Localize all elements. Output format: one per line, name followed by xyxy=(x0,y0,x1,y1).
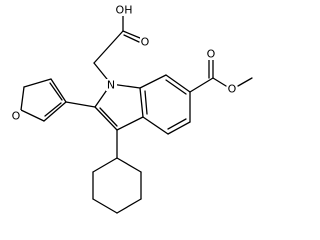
bond-c4-c3a xyxy=(142,116,169,135)
bond-cy-3-4 xyxy=(116,198,142,214)
bond-c-o-double-a xyxy=(122,30,141,39)
bond-c7-c6-inner xyxy=(165,79,187,95)
bond-furan-c3-c4-inner xyxy=(49,82,63,101)
bond-cy-6-1 xyxy=(92,157,118,173)
bonds xyxy=(20,11,253,214)
atom-label-acid-carbonyl-oxygen: O xyxy=(141,36,150,49)
bond-c2-furan xyxy=(65,101,96,108)
bond-cy-4-5 xyxy=(92,198,118,214)
bond-c5-c4 xyxy=(167,121,191,135)
atom-label-furan-oxygen: O xyxy=(12,110,21,123)
atom-labels: OH O N O O O xyxy=(11,4,237,123)
bond-c3a-c7a xyxy=(139,87,144,118)
bond-o-methyl xyxy=(237,77,253,87)
bond-c2-c3-inner xyxy=(99,107,118,127)
bond-furan-o-c2 xyxy=(20,109,45,122)
bond-c6-ester-c xyxy=(189,77,214,93)
bond-c-o-double-b xyxy=(123,34,140,43)
bond-c5-c4-inner xyxy=(167,118,187,130)
bond-furan-c2-c3 xyxy=(43,101,67,122)
bond-c3a-c7a-inner xyxy=(144,90,148,115)
bond-c7a-c7 xyxy=(139,74,167,89)
atom-label-ester-carbonyl-oxygen: O xyxy=(207,48,216,61)
bond-furan-c5-o xyxy=(20,86,25,111)
atom-label-hydroxyl: OH xyxy=(116,4,133,17)
bond-c2-c3 xyxy=(94,106,118,131)
bond-ester-c-o xyxy=(212,77,227,87)
bond-c-ch2 xyxy=(93,30,124,64)
bond-cy-1-2 xyxy=(116,157,142,173)
bond-c3-c3a xyxy=(116,116,144,131)
bond-furan-c2-c3-inner xyxy=(44,102,62,117)
bond-furan-c4-c5 xyxy=(23,78,52,88)
atom-label-indole-nitrogen: N xyxy=(107,79,115,92)
atom-label-ester-ether-oxygen: O xyxy=(228,83,237,96)
bond-furan-c3-c4 xyxy=(50,78,67,103)
chemical-structure: OH O N O O O xyxy=(11,4,253,214)
bond-c7-c6 xyxy=(165,74,191,93)
